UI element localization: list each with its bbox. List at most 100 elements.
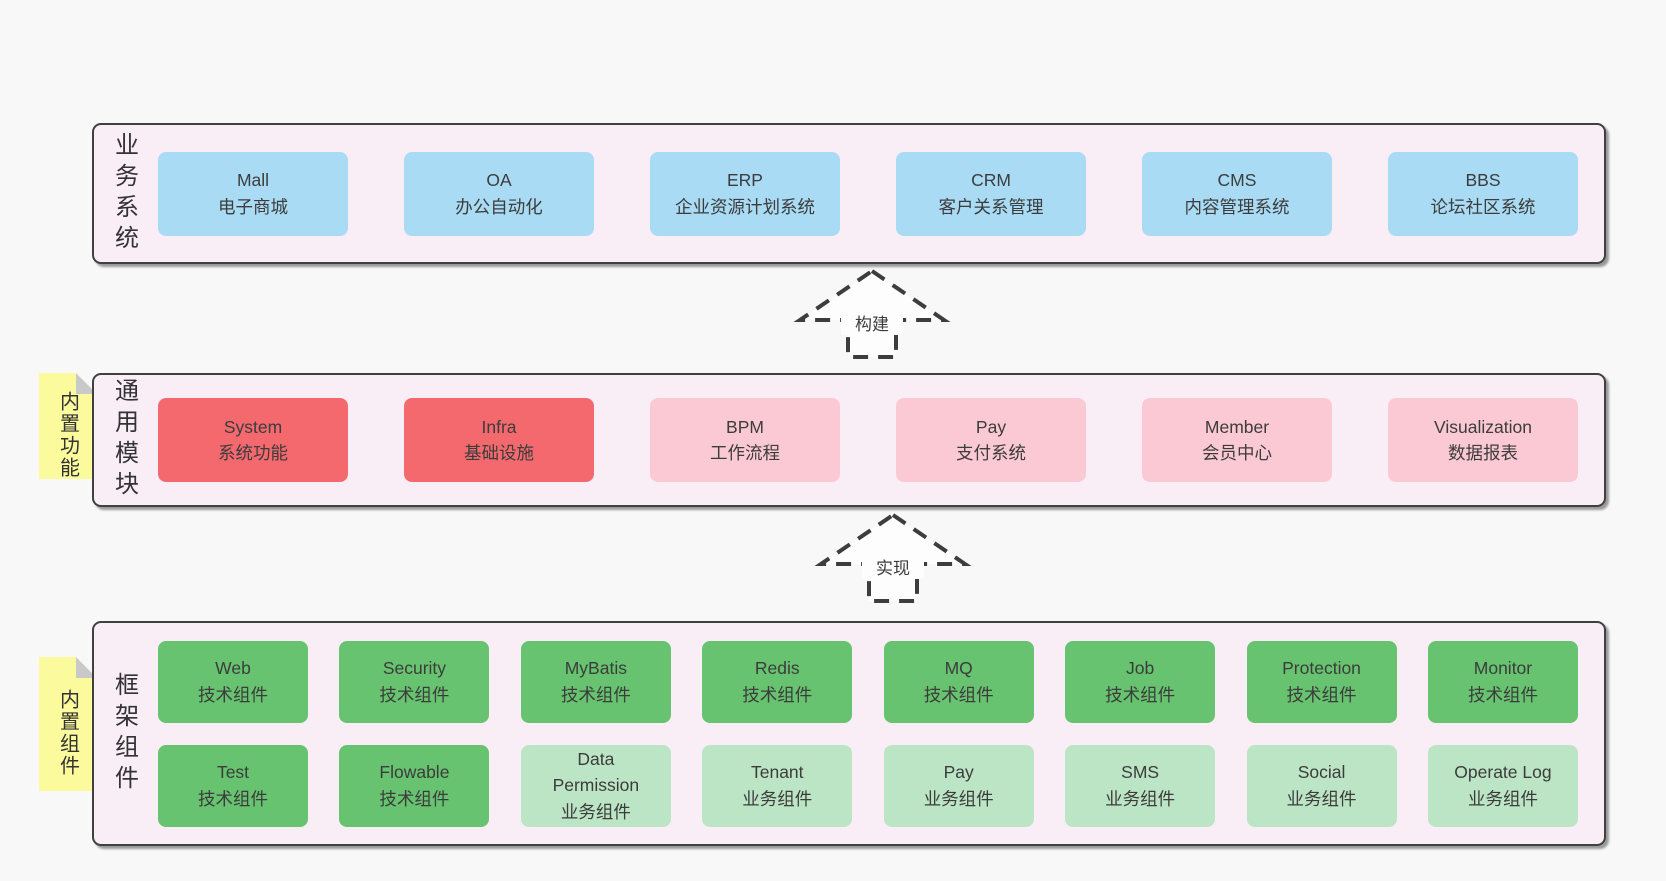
box-title: OA [486,170,512,191]
box-subtitle: 论坛社区系统 [1430,196,1536,217]
box-subtitle: 业务组件 [1105,788,1176,809]
box-subtitle: 技术组件 [379,684,450,705]
box-title: MyBatis [564,658,627,679]
module-box-oa: OA 办公自动化 [404,151,594,236]
box-subtitle: 数据报表 [1448,443,1518,463]
box-title: BBS [1465,170,1501,191]
component-box-monitor: Monitor 技术组件 [1427,640,1578,723]
box-title: System [223,416,283,437]
component-box-operate-log: Operate Log 业务组件 [1427,744,1578,827]
module-box-erp: ERP 企业资源计划系统 [650,151,840,236]
box-title: CRM [971,170,1011,191]
box-subtitle: 工作流程 [710,443,780,463]
box-subtitle: 技术组件 [923,684,994,705]
box-subtitle: 业务组件 [1467,788,1538,809]
module-box-visualization: Visualization 数据报表 [1388,398,1578,482]
framework-components-rows: Web 技术组件 Security 技术组件 MyBatis 技术组件 Redi… [142,640,1604,827]
side-tab-builtin-features: 内置功能 [39,373,97,479]
tech-components-row: Web 技术组件 Security 技术组件 MyBatis 技术组件 Redi… [158,640,1578,723]
box-title: Member [1204,416,1270,437]
box-subtitle: 业务组件 [1286,788,1357,809]
component-box-tenant: Tenant 业务组件 [702,744,853,827]
side-tab-label: 内置功能 [56,391,79,479]
module-box-system: System 系统功能 [158,398,348,482]
box-subtitle: 技术组件 [379,788,450,809]
module-box-cms: CMS 内容管理系统 [1142,151,1332,236]
box-title: Pay [975,416,1007,437]
component-box-redis: Redis 技术组件 [702,640,853,723]
arrow-label-build: 构建 [841,309,903,335]
box-title: Job [1126,658,1155,679]
box-subtitle: 系统功能 [218,443,288,463]
component-box-social: Social 业务组件 [1246,744,1397,827]
box-title: Redis [754,658,800,679]
module-box-mall: Mall 电子商城 [158,151,348,236]
box-title: ERP [727,170,763,191]
box-subtitle: 技术组件 [198,788,268,809]
box-subtitle: 技术组件 [198,684,268,705]
box-subtitle: 会员中心 [1202,443,1272,463]
component-box-flowable: Flowable 技术组件 [339,744,490,827]
module-box-pay: Pay 支付系统 [896,398,1086,482]
box-title: Monitor [1473,658,1533,679]
box-title: Test [216,762,250,783]
box-title: Web [215,658,251,679]
box-title: SMS [1121,762,1160,783]
box-subtitle: 技术组件 [742,684,813,705]
box-title: BPM [726,416,764,437]
box-subtitle: 业务组件 [742,788,813,809]
business-systems-row: Mall 电子商城 OA 办公自动化 ERP 企业资源计划系统 CRM 客户关系… [142,151,1604,236]
section-label-framework-components: 框架组件 [110,671,138,796]
box-title: Operate Log [1454,762,1552,783]
component-box-pay: Pay 业务组件 [883,744,1034,827]
component-box-mybatis: MyBatis 技术组件 [520,640,671,723]
box-title: Tenant [750,762,804,783]
component-box-data-permission: Data Permission 业务组件 [520,744,671,827]
box-title: Visualization [1434,416,1532,437]
box-title: CMS [1217,170,1257,191]
component-box-test: Test 技术组件 [158,744,308,827]
box-subtitle: 电子商城 [218,196,288,217]
box-subtitle: 办公自动化 [455,196,543,217]
section-business-systems: 业务系统 Mall 电子商城 OA 办公自动化 ERP 企业资源计划系统 CRM… [92,123,1606,264]
box-title: MQ [944,658,973,679]
side-tab-label: 内置组件 [56,689,79,777]
module-box-crm: CRM 客户关系管理 [896,151,1086,236]
box-title: Pay [943,762,974,783]
component-box-sms: SMS 业务组件 [1065,744,1216,827]
section-common-modules: 通用模块 System 系统功能 Infra 基础设施 BPM 工作流程 Pay… [92,373,1606,507]
box-subtitle: 业务组件 [560,801,631,822]
box-subtitle: 支付系统 [956,443,1026,463]
box-subtitle: 基础设施 [464,443,534,463]
module-box-infra: Infra 基础设施 [404,398,594,482]
section-label-common-modules: 通用模块 [110,378,138,502]
box-title: Mall [236,170,270,191]
box-title: Data Permission [552,749,640,796]
module-box-member: Member 会员中心 [1142,398,1332,482]
component-box-protection: Protection 技术组件 [1246,640,1397,723]
box-title: Protection [1282,658,1361,679]
component-box-security: Security 技术组件 [339,640,490,723]
box-subtitle: 技术组件 [1286,684,1357,705]
business-components-row: Test 技术组件 Flowable 技术组件 Data Permission … [158,744,1578,827]
box-subtitle: 业务组件 [923,788,994,809]
common-modules-row: System 系统功能 Infra 基础设施 BPM 工作流程 Pay 支付系统… [142,398,1604,482]
box-title: Infra [481,416,517,437]
arrow-label-implement: 实现 [862,553,924,579]
section-framework-components: 框架组件 Web 技术组件 Security 技术组件 MyBatis 技术组件… [92,621,1606,846]
side-tab-builtin-components: 内置组件 [39,657,97,791]
module-box-bpm: BPM 工作流程 [650,398,840,482]
box-subtitle: 技术组件 [560,684,631,705]
section-label-business-systems: 业务系统 [110,131,138,256]
box-subtitle: 内容管理系统 [1184,196,1290,217]
box-subtitle: 技术组件 [1105,684,1176,705]
component-box-job: Job 技术组件 [1065,640,1216,723]
box-subtitle: 技术组件 [1467,684,1538,705]
module-box-bbs: BBS 论坛社区系统 [1388,151,1578,236]
component-box-mq: MQ 技术组件 [883,640,1034,723]
component-box-web: Web 技术组件 [158,640,308,723]
box-title: Social [1297,762,1346,783]
box-title: Security [382,658,447,679]
box-title: Flowable [379,762,450,783]
